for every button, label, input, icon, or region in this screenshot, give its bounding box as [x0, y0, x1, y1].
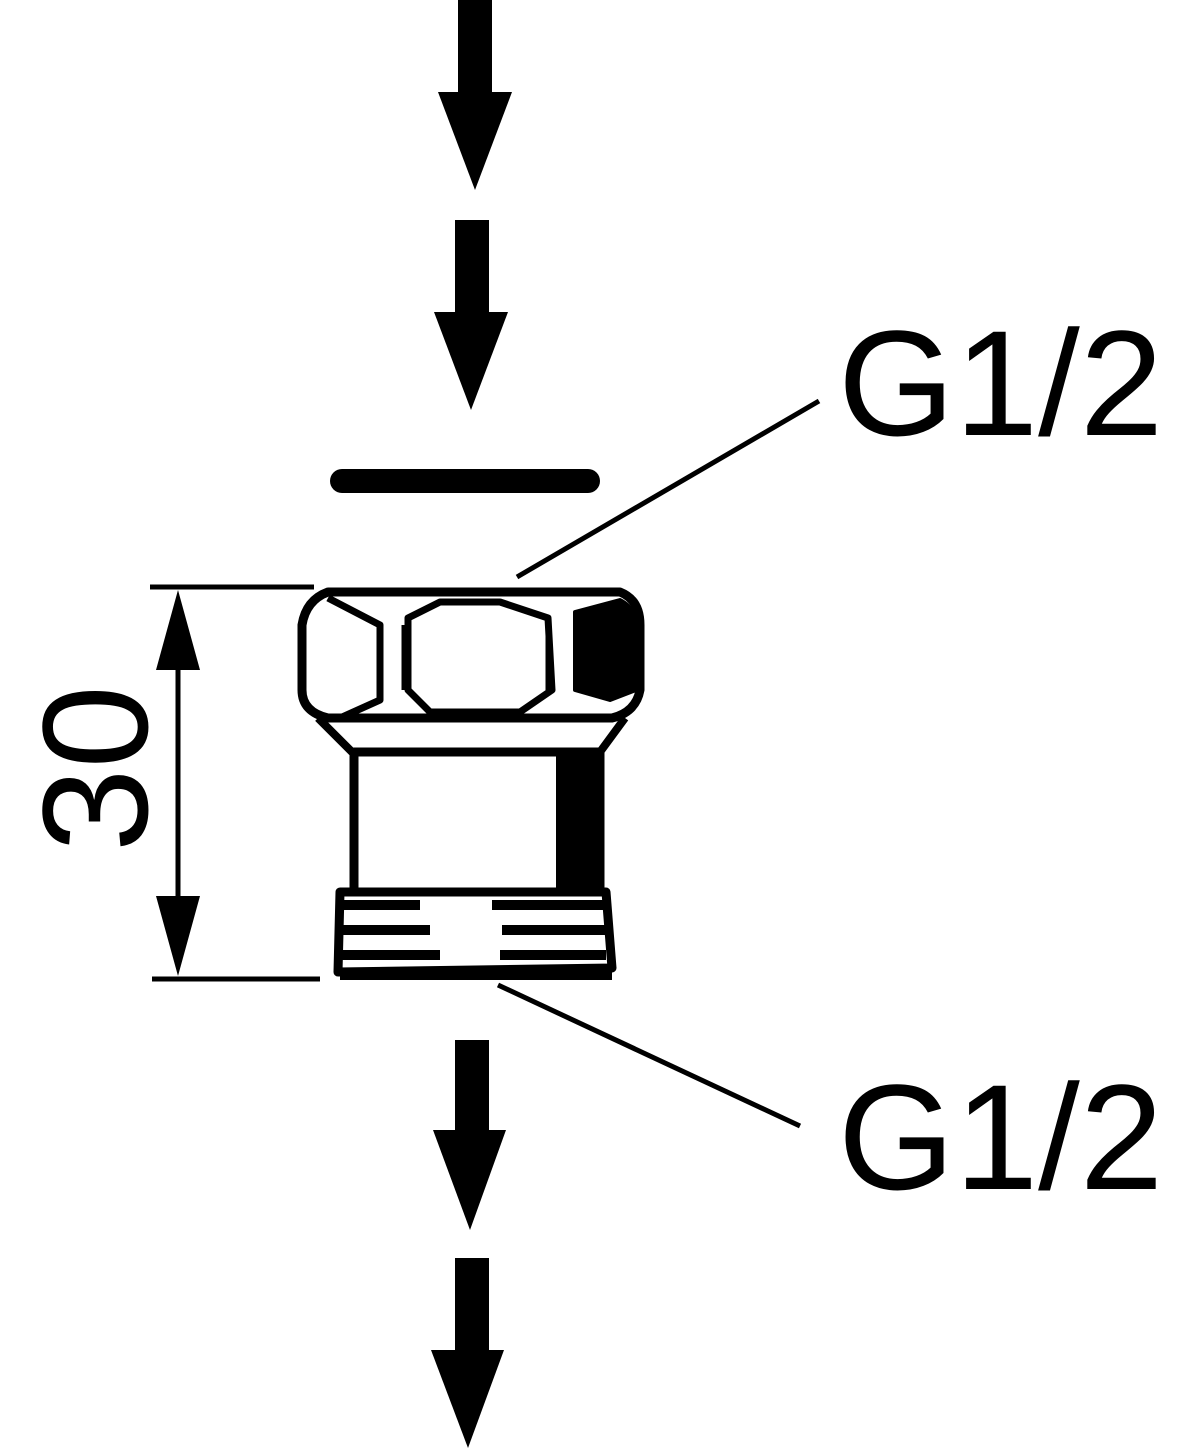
thread-size-label-bottom: G1/2 — [838, 1053, 1164, 1221]
fitting-body — [297, 587, 645, 980]
flow-arrow-2 — [434, 220, 508, 410]
dimension-30 — [150, 584, 320, 982]
leader-line-bottom — [496, 982, 802, 1129]
leader-line-top — [515, 398, 821, 580]
thread-size-label-top: G1/2 — [838, 299, 1164, 467]
flow-arrow-1 — [438, 0, 512, 190]
flow-arrow-3 — [433, 1040, 506, 1230]
dimension-label-height: 30 — [11, 685, 179, 852]
flow-arrow-4 — [431, 1258, 504, 1448]
